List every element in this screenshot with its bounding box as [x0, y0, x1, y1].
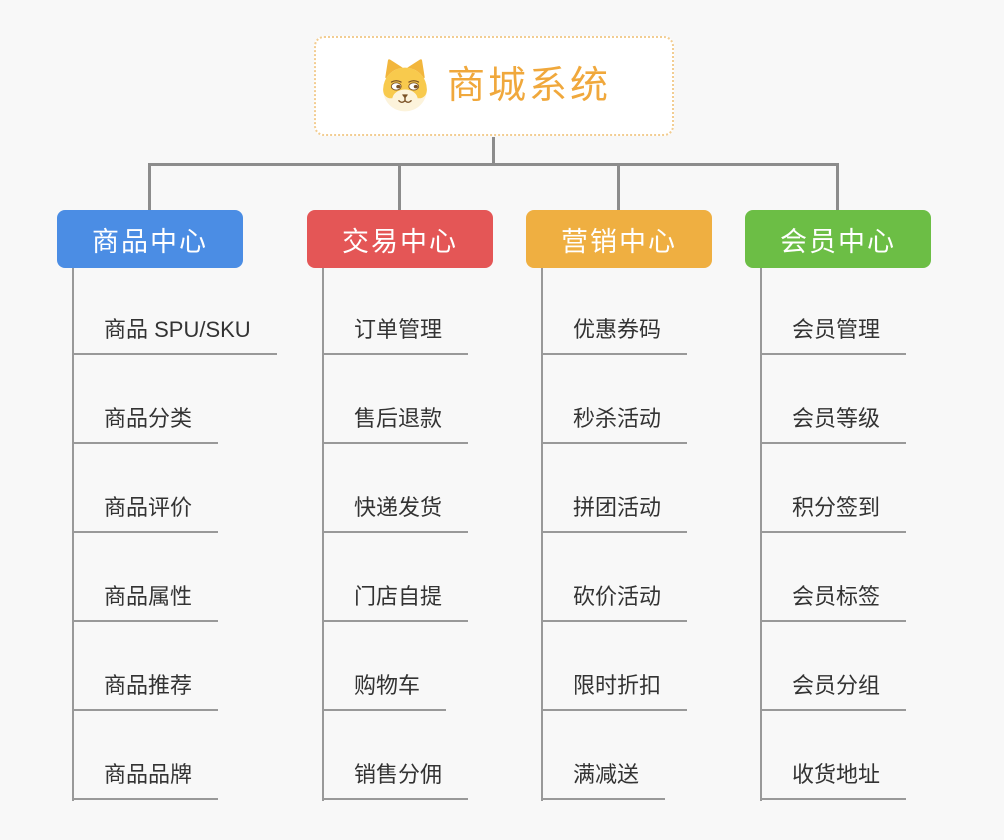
child-topic[interactable]: 拼团活动	[541, 493, 688, 533]
child-topic[interactable]: 商品 SPU/SKU	[72, 315, 277, 355]
child-topic[interactable]: 砍价活动	[541, 582, 688, 622]
child-topic[interactable]: 商品属性	[72, 582, 219, 622]
branch-line-product	[72, 268, 74, 801]
root-node[interactable]: 商城系统	[314, 36, 674, 136]
branch-line-member	[760, 268, 762, 801]
child-topic[interactable]: 会员管理	[760, 315, 907, 355]
branch-header-marketing-center[interactable]: 营销中心	[526, 210, 712, 268]
child-topic[interactable]: 会员等级	[760, 404, 907, 444]
child-topic[interactable]: 售后退款	[322, 404, 469, 444]
child-topic[interactable]: 限时折扣	[541, 671, 688, 711]
child-topic[interactable]: 秒杀活动	[541, 404, 688, 444]
connector-drop-marketing	[617, 164, 620, 210]
connector-drop-trade	[398, 164, 401, 210]
connector-drop-member	[836, 164, 839, 210]
child-topic[interactable]: 会员分组	[760, 671, 907, 711]
branch-header-trade-center[interactable]: 交易中心	[307, 210, 493, 268]
root-title: 商城系统	[446, 65, 611, 107]
child-topic[interactable]: 满减送	[541, 760, 666, 800]
branch-line-trade	[322, 268, 324, 801]
child-topic[interactable]: 快递发货	[322, 493, 469, 533]
child-topic[interactable]: 商品品牌	[72, 760, 219, 800]
connector-root-stub	[492, 137, 495, 164]
child-topic[interactable]: 会员标签	[760, 582, 907, 622]
connector-drop-product	[148, 164, 151, 210]
branch-header-product-center[interactable]: 商品中心	[57, 210, 243, 268]
child-topic[interactable]: 商品评价	[72, 493, 219, 533]
child-topic[interactable]: 商品推荐	[72, 671, 219, 711]
child-topic[interactable]: 购物车	[322, 671, 447, 711]
branch-line-marketing	[541, 268, 543, 801]
connector-bus	[148, 163, 839, 166]
child-topic[interactable]: 门店自提	[322, 582, 469, 622]
child-topic[interactable]: 销售分佣	[322, 760, 469, 800]
child-topic[interactable]: 积分签到	[760, 493, 907, 533]
branch-header-member-center[interactable]: 会员中心	[745, 210, 931, 268]
child-topic[interactable]: 优惠券码	[541, 315, 688, 355]
child-topic[interactable]: 订单管理	[322, 315, 469, 355]
child-topic[interactable]: 商品分类	[72, 404, 219, 444]
child-topic[interactable]: 收货地址	[760, 760, 907, 800]
shiba-dog-icon	[383, 59, 427, 112]
